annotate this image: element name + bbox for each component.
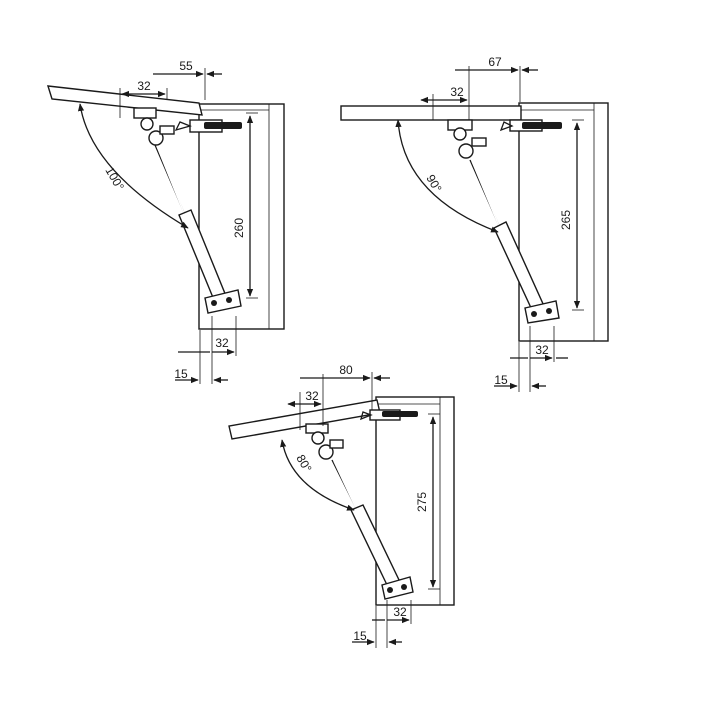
diagram-90-degree: 90° 265 32 67 32 15 <box>340 55 609 392</box>
top-bracket-icon <box>133 107 175 146</box>
hinge-icon <box>360 409 418 421</box>
bottom-spacing-label: 32 <box>535 343 549 357</box>
diagram-80-degree: 80° 275 32 80 32 15 <box>228 363 455 648</box>
bottom-offset-label: 15 <box>494 373 508 387</box>
hinge-icon <box>499 119 562 132</box>
bottom-bracket-icon <box>524 300 560 324</box>
top-spacing-label: 32 <box>450 85 464 99</box>
bottom-offset-label: 15 <box>353 629 367 643</box>
bottom-bracket-icon <box>204 289 242 314</box>
bottom-offset-label: 15 <box>174 367 188 381</box>
angle-label: 100° <box>102 164 127 193</box>
bottom-spacing-label: 32 <box>393 605 407 619</box>
top-bracket-icon <box>305 423 344 460</box>
top-offset-label: 55 <box>179 59 193 73</box>
height-label: 275 <box>415 492 429 512</box>
top-offset-label: 80 <box>339 363 353 377</box>
top-spacing-label: 32 <box>305 389 319 403</box>
lid-panel <box>228 399 381 440</box>
angle-label: 90° <box>423 172 444 195</box>
diagram-100-degree: 100° 260 32 55 32 15 <box>47 59 285 384</box>
top-offset-label: 67 <box>488 55 502 69</box>
height-label: 265 <box>559 210 573 230</box>
height-label: 260 <box>232 218 246 238</box>
lid-panel <box>47 85 203 116</box>
bottom-spacing-label: 32 <box>215 336 229 350</box>
bottom-bracket-icon <box>381 576 414 600</box>
angle-label: 80° <box>293 452 314 475</box>
cabinet-side-panel <box>518 102 609 342</box>
lid-panel <box>340 105 522 121</box>
top-spacing-label: 32 <box>137 79 151 93</box>
top-bracket-icon <box>447 119 487 159</box>
